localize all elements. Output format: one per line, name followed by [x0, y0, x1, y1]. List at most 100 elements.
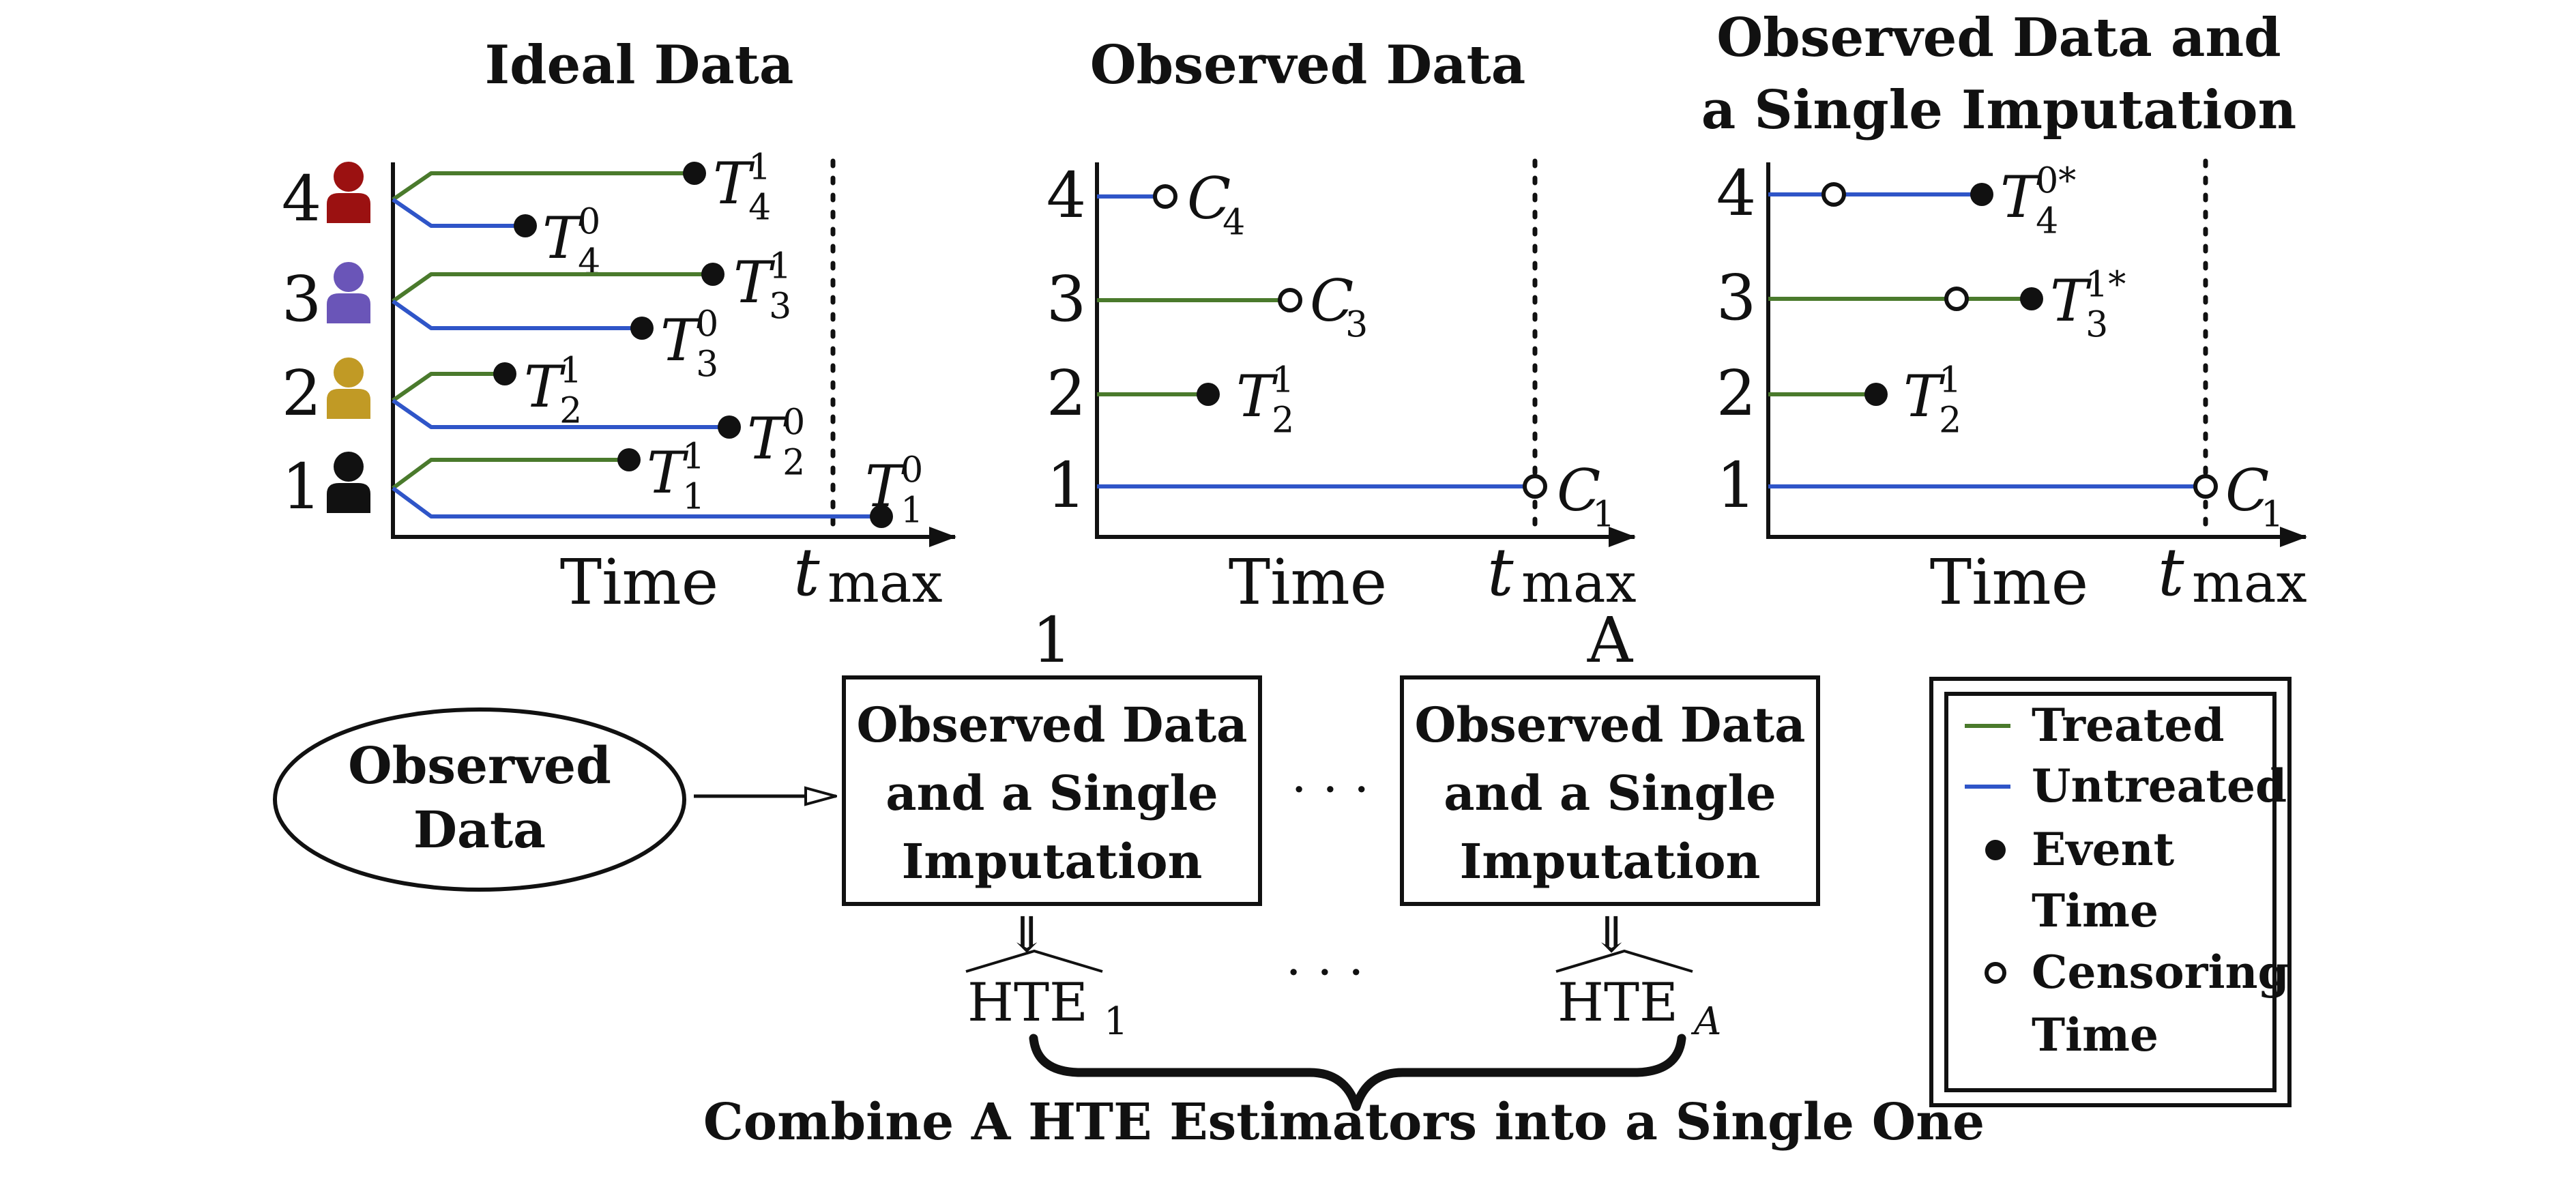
box-text-line-3: Imputation: [1460, 833, 1761, 890]
event-time-label: T12: [1236, 360, 1294, 441]
imputed-event-time-label-sub: 4: [2036, 201, 2058, 242]
person-icon-head: [334, 162, 364, 192]
event-time-label-base: T: [713, 150, 755, 217]
event-time-label-base: T: [733, 249, 776, 316]
imputed-event-time-label-base: T: [2000, 164, 2043, 231]
panel-title-line-1: Observed Data and: [1716, 7, 2281, 69]
panel-axes: [391, 162, 956, 547]
event-time-label-base: T: [542, 205, 585, 272]
event-time-label-sup: 1: [1272, 360, 1294, 401]
untreated-line: [392, 300, 642, 330]
event-time-label-sub: 2: [1272, 400, 1294, 441]
event-dot-swatch: [1985, 840, 2006, 860]
event-time-label-base: T: [747, 405, 789, 472]
imputed-event-time-label-sup: 1*: [2085, 265, 2126, 306]
subject-label: 4: [282, 162, 322, 235]
censor-circle: [1821, 182, 1846, 207]
imputed-event-time-label: T0*4: [2000, 161, 2076, 242]
legend-label-line-1: Event: [2032, 823, 2175, 876]
ellipse-label-line-2: Data: [413, 801, 546, 860]
imputed-event-time-label-base: T: [1903, 363, 1946, 430]
event-time-label-base: T: [660, 307, 703, 374]
panel-title: Observed Data: [1090, 34, 1526, 96]
untreated-line: [392, 198, 525, 228]
tmax-label-base: t: [1487, 534, 1514, 611]
event-time-label-base: T: [647, 439, 689, 506]
event-time-label-base: T: [865, 453, 907, 520]
combine-brace: [1029, 1034, 1686, 1111]
censoring-time-label-sub: 1: [1592, 495, 1615, 536]
panel-title-line-2: a Single Imputation: [1701, 79, 2297, 141]
censoring-time-label-base: C: [1310, 267, 1353, 334]
subject-label: 2: [1716, 357, 1757, 430]
imputed-event-time-label-base: T: [2050, 267, 2092, 334]
imputation-index-label: A: [1587, 604, 1634, 677]
ellipsis-estimates: · · ·: [1286, 944, 1364, 1001]
panel-axes: [1766, 162, 2307, 547]
legend-label-line-2: Time: [2032, 1008, 2158, 1062]
combine-caption: Combine A HTE Estimators into a Single O…: [703, 1093, 1985, 1152]
ellipse-label-line-1: Observed: [348, 737, 611, 795]
implies-arrow: ⇓: [1006, 906, 1047, 963]
tmax-label-base: t: [2158, 534, 2184, 611]
event-dot: [617, 448, 641, 471]
ellipsis-boxes: · · ·: [1291, 761, 1369, 818]
event-dot: [514, 214, 537, 237]
person-icon-body: [327, 293, 370, 323]
box-text-line-1: Observed Data: [1414, 697, 1805, 753]
subject-label: 3: [1046, 263, 1087, 336]
event-time-label: T04: [542, 202, 600, 283]
censoring-time-label-sub: 4: [1223, 203, 1245, 244]
event-time-label-sup: 0: [901, 450, 923, 491]
event-time-label-sub: 1: [901, 491, 923, 531]
imputed-event-time-label-sup: 1: [1939, 360, 1961, 401]
treated-line: [392, 372, 505, 403]
censoring-time-label: C3: [1310, 267, 1368, 346]
box-text-line-3: Imputation: [902, 833, 1203, 890]
x-axis-label: Time: [1229, 546, 1387, 619]
event-time-label-sup: 1: [682, 437, 705, 478]
hte-base: HTE: [967, 972, 1088, 1034]
person-icon-body: [327, 483, 370, 513]
panel-axes: [1095, 162, 1636, 547]
event-time-label-sub: 2: [782, 443, 805, 484]
event-time-label-sub: 2: [559, 391, 582, 432]
event-time-label: T01: [865, 450, 923, 531]
event-time-label: T03: [660, 304, 718, 385]
imputed-event-time-label-sub: 2: [1939, 400, 1961, 441]
imputed-event-time-label-sub: 3: [2085, 305, 2108, 346]
ellipse-shape: [273, 707, 686, 892]
censoring-time-label: C1: [2225, 457, 2283, 536]
censoring-time-label-sub: 3: [1345, 305, 1368, 346]
person-icon: [327, 262, 370, 323]
censoring-time-label: C1: [1557, 457, 1615, 536]
censor-circle: [1153, 184, 1177, 209]
person-icon: [327, 162, 370, 223]
event-time-label-sup: 1: [559, 351, 582, 392]
event-time-label: T02: [747, 403, 805, 484]
event-dot: [2020, 287, 2043, 310]
x-axis-label: Time: [1930, 546, 2088, 619]
legend-item-treated-line: Treated: [1965, 699, 2224, 752]
event-dot: [683, 162, 706, 185]
event-dot: [1970, 183, 1993, 206]
event-dot: [1197, 383, 1220, 406]
event-dot: [1864, 383, 1888, 406]
legend-inner-border: [1944, 692, 2277, 1092]
untreated-line: [392, 486, 881, 518]
hat-accent: [1555, 949, 1693, 973]
panel-observed-imputed: Observed Data and a Single ImputationTime…: [1701, 7, 2307, 619]
censor-circle: [2193, 474, 2218, 499]
legend-item-untreated-line: Untreated: [1965, 759, 2287, 813]
